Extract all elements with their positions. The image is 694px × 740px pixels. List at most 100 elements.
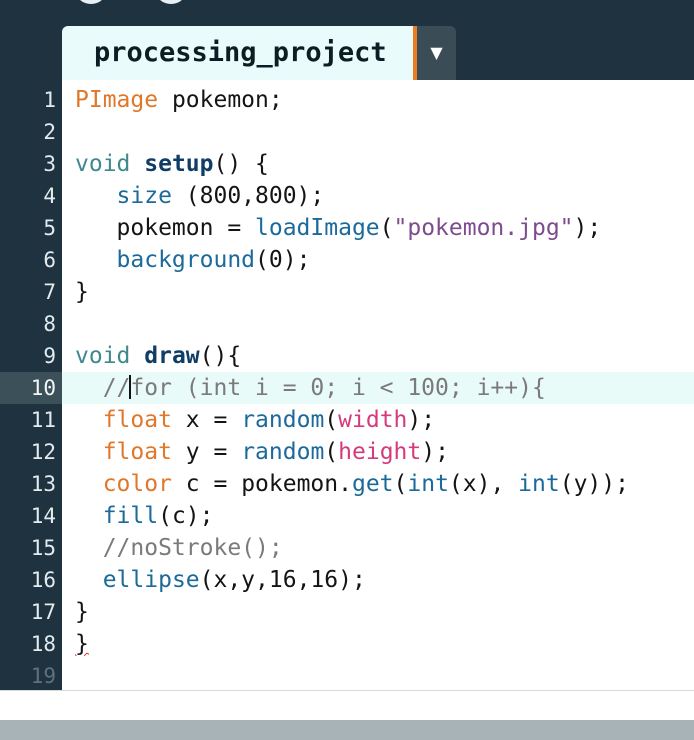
- line-code[interactable]: }: [75, 276, 89, 308]
- code-line[interactable]: 17}: [0, 596, 694, 628]
- code-line[interactable]: 10 //for (int i = 0; i < 100; i++){: [0, 372, 694, 404]
- code-token: ellipse: [102, 567, 200, 593]
- line-number: 18: [30, 632, 56, 656]
- code-token: //: [75, 375, 131, 401]
- code-token: draw: [144, 343, 200, 369]
- code-token: [75, 247, 117, 273]
- code-line[interactable]: 7}: [0, 276, 694, 308]
- code-token: random: [241, 439, 325, 465]
- code-token: (c);: [158, 503, 214, 529]
- line-number: 7: [43, 280, 56, 304]
- code-token: PImage: [75, 87, 159, 113]
- code-line[interactable]: 3 void setup() {: [0, 148, 694, 180]
- line-number: 9: [43, 344, 56, 368]
- code-token: (: [393, 471, 408, 497]
- line-code[interactable]: }: [75, 596, 89, 628]
- line-number: 15: [30, 536, 56, 560]
- line-code[interactable]: //for (int i = 0; i < 100; i++){: [75, 372, 546, 404]
- code-line[interactable]: 4 size (800,800);: [0, 180, 694, 212]
- code-token: (0);: [255, 247, 311, 273]
- code-token: c = pokemon.: [171, 471, 352, 497]
- code-line[interactable]: 13 color c = pokemon.get(int(x), int(y))…: [0, 468, 694, 500]
- code-token: size: [116, 183, 172, 209]
- code-token: "pokemon.jpg": [393, 215, 574, 241]
- line-number: 10: [30, 376, 56, 400]
- code-token: background: [116, 247, 256, 273]
- code-token: [75, 183, 117, 209]
- code-token: [130, 151, 144, 177]
- code-token: [130, 343, 144, 369]
- line-number: 6: [43, 248, 56, 272]
- code-line[interactable]: 9 void draw(){: [0, 340, 694, 372]
- code-token: for (int i = 0; i < 100; i++){: [130, 375, 546, 401]
- code-line[interactable]: 16 ellipse(x,y,16,16);: [0, 564, 694, 596]
- code-token: (x,y,16,16);: [199, 567, 366, 593]
- line-code[interactable]: ellipse(x,y,16,16);: [75, 564, 366, 596]
- code-line[interactable]: 6 background(0);: [0, 244, 694, 276]
- code-token: [75, 407, 103, 433]
- line-number: 5: [43, 216, 56, 240]
- code-token: );: [573, 215, 602, 241]
- line-code[interactable]: }: [75, 628, 89, 660]
- code-token: [75, 439, 103, 465]
- code-token: void: [75, 343, 131, 369]
- code-line[interactable]: 18}: [0, 628, 694, 660]
- code-token: //noStroke();: [75, 535, 283, 561]
- code-line[interactable]: 11 float x = random(width);: [0, 404, 694, 436]
- code-token: );: [421, 439, 449, 465]
- code-line[interactable]: 5 pokemon = loadImage("pokemon.jpg");: [0, 212, 694, 244]
- code-token: float: [102, 439, 172, 465]
- line-code[interactable]: color c = pokemon.get(int(x), int(y));: [75, 468, 629, 500]
- code-token: color: [102, 471, 172, 497]
- line-code[interactable]: size (800,800);: [75, 180, 325, 212]
- line-number: 14: [30, 504, 56, 528]
- line-number: 19: [30, 664, 56, 688]
- line-code[interactable]: pokemon = loadImage("pokemon.jpg");: [75, 212, 602, 244]
- line-code[interactable]: PImage pokemon;: [75, 84, 283, 116]
- code-token: int: [407, 471, 449, 497]
- code-token: }: [75, 279, 89, 305]
- line-number: 17: [30, 600, 56, 624]
- line-code[interactable]: background(0);: [75, 244, 311, 276]
- code-token: (y));: [559, 471, 629, 497]
- code-token: [75, 471, 103, 497]
- code-line[interactable]: 14 fill(c);: [0, 500, 694, 532]
- tab-menu-button[interactable]: ▼: [417, 26, 456, 80]
- code-token: }: [75, 599, 89, 625]
- line-number: 3: [43, 152, 56, 176]
- active-line-highlight: [62, 372, 694, 404]
- code-token: int: [518, 471, 560, 497]
- code-token: (: [324, 439, 339, 465]
- code-line[interactable]: 2: [0, 116, 694, 148]
- line-code[interactable]: void setup() {: [75, 148, 269, 180]
- code-token: loadImage: [255, 215, 380, 241]
- text-cursor: [129, 375, 132, 399]
- line-code[interactable]: void draw(){: [75, 340, 241, 372]
- code-token: float: [102, 407, 172, 433]
- code-token: pokemon;: [158, 87, 283, 113]
- code-token: () {: [213, 151, 269, 177]
- code-line[interactable]: 12 float y = random(height);: [0, 436, 694, 468]
- code-line[interactable]: 19: [0, 660, 694, 692]
- code-token: setup: [144, 151, 214, 177]
- line-code[interactable]: fill(c);: [75, 500, 214, 532]
- line-code[interactable]: float x = random(width);: [75, 404, 435, 436]
- code-token: );: [407, 407, 436, 433]
- active-line-gutter-highlight: [0, 372, 62, 404]
- line-code[interactable]: //noStroke();: [75, 532, 283, 564]
- code-line[interactable]: 15 //noStroke();: [0, 532, 694, 564]
- tab-accent-bar: [413, 26, 417, 80]
- code-token: fill: [102, 503, 159, 529]
- line-number: 16: [30, 568, 56, 592]
- line-code[interactable]: float y = random(height);: [75, 436, 449, 468]
- logo-circle-right: [156, 0, 186, 4]
- line-number: 4: [43, 184, 56, 208]
- code-line[interactable]: 8: [0, 308, 694, 340]
- line-number: 13: [30, 472, 56, 496]
- code-token: (: [379, 215, 394, 241]
- tab-processing-project[interactable]: processing_project: [62, 26, 414, 80]
- code-token: void: [75, 151, 131, 177]
- code-token: }: [75, 631, 89, 657]
